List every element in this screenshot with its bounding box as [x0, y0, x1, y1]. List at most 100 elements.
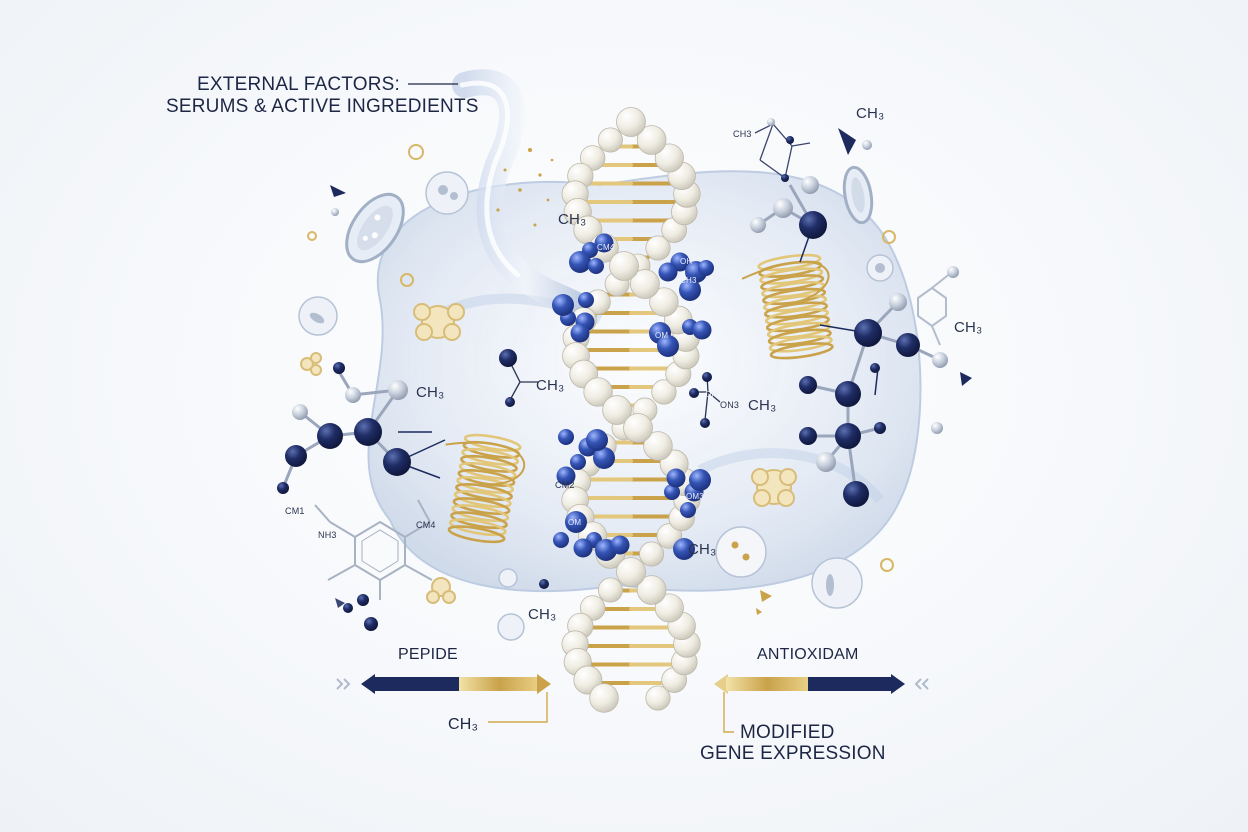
- atom-tag: OH: [680, 257, 692, 266]
- methyl-atom: [570, 454, 586, 470]
- atom-navy: [843, 481, 869, 507]
- atom-navy: [383, 448, 411, 476]
- atom-navy: [689, 388, 699, 398]
- benzene-right: [918, 272, 952, 345]
- atom-navy: [343, 603, 353, 613]
- antioxidant-label: ANTIOXIDAM: [757, 646, 859, 664]
- atom-navy: [499, 349, 517, 367]
- dna-bead: [598, 128, 622, 152]
- methyl-label: CH₃: [528, 606, 556, 623]
- dna-bead: [617, 558, 646, 587]
- atom-tag: CH3: [680, 276, 697, 285]
- atom-navy: [317, 423, 343, 449]
- atom-silver: [862, 140, 872, 150]
- atom-tag: CM1: [285, 506, 305, 516]
- methyl-atom: [689, 469, 711, 491]
- atom-navy: [364, 617, 378, 631]
- atom-silver: [947, 266, 959, 278]
- methyl-atom: [553, 532, 569, 548]
- gold-sparks: [756, 590, 772, 615]
- methyl-atom: [571, 324, 590, 343]
- atom-navy: [702, 372, 712, 382]
- atom-tag: CH3: [733, 129, 752, 139]
- atom-tag: OH: [705, 390, 717, 399]
- atom-navy: [333, 362, 345, 374]
- atom-silver: [816, 452, 836, 472]
- atom-navy: [799, 427, 817, 445]
- atom-silver: [345, 387, 361, 403]
- methyl-label: CH₃: [558, 211, 586, 228]
- atom-tag: CM4: [597, 243, 615, 252]
- methyl-atom: [558, 429, 574, 445]
- atom-navy: [874, 422, 886, 434]
- methyl-label: CH₃: [856, 105, 884, 122]
- dna-bead: [609, 252, 638, 281]
- atom-tag: CM2: [555, 480, 575, 490]
- atom-navy: [781, 174, 789, 182]
- methyl-label: CH₃: [954, 319, 982, 336]
- atom-silver: [331, 208, 339, 216]
- atom-navy: [354, 418, 382, 446]
- methyl-atom: [667, 469, 686, 488]
- modified-label: MODIFIED: [740, 722, 835, 744]
- atom-silver: [767, 118, 775, 126]
- external-factors-title: EXTERNAL FACTORS:: [160, 74, 400, 96]
- atom-tag: OM3: [686, 492, 704, 501]
- methyl-atom: [588, 258, 604, 274]
- methyl-atom: [680, 502, 696, 518]
- atom-navy: [870, 363, 880, 373]
- methyl-atom: [693, 321, 712, 340]
- top-right-skeleton: [755, 124, 810, 178]
- atom-tag: CM4: [416, 520, 436, 530]
- dna-bead: [617, 108, 646, 137]
- methyl-atom: [698, 260, 714, 276]
- atom-tag: NH3: [318, 530, 337, 540]
- atom-silver: [801, 176, 819, 194]
- dna-bead: [640, 542, 664, 566]
- callout-ch3-label: CH₃: [448, 716, 478, 734]
- methyl-atom: [569, 251, 591, 273]
- methyl-label: CH₃: [536, 377, 564, 394]
- peptide-label: PEPIDE: [398, 646, 458, 664]
- methyl-atom: [586, 429, 608, 451]
- atom-silver: [931, 422, 943, 434]
- atom-tag: OM: [568, 518, 581, 527]
- methyl-atom: [578, 292, 594, 308]
- dna-bead: [590, 684, 619, 713]
- left-arrow: [361, 674, 551, 694]
- atom-silver: [388, 380, 408, 400]
- gene-expression-label: GENE EXPRESSION: [700, 743, 886, 765]
- atom-navy: [854, 319, 882, 347]
- atom-silver: [932, 352, 948, 368]
- methyl-label: CH₃: [688, 541, 716, 558]
- atom-navy: [835, 423, 861, 449]
- atom-silver: [292, 404, 308, 420]
- atom-navy: [357, 594, 369, 606]
- atom-navy: [539, 579, 549, 589]
- right-arrow: [714, 674, 905, 694]
- atom-tag: ON3: [720, 400, 739, 410]
- atom-navy: [835, 381, 861, 407]
- dna-bead: [624, 414, 653, 443]
- atom-navy: [799, 211, 827, 239]
- atom-silver: [773, 198, 793, 218]
- dna-bead: [598, 578, 622, 602]
- atom-navy: [786, 136, 794, 144]
- methyl-label: CH₃: [748, 397, 776, 414]
- atom-tag: OM: [655, 331, 668, 340]
- methyl-label: CH₃: [416, 384, 444, 401]
- atom-navy: [896, 333, 920, 357]
- atom-navy: [700, 418, 710, 428]
- atom-navy: [277, 482, 289, 494]
- methyl-atom: [552, 294, 574, 316]
- atom-navy: [799, 376, 817, 394]
- atom-silver: [750, 217, 766, 233]
- external-factors-subtitle: SERUMS & ACTIVE INGREDIENTS: [166, 96, 479, 118]
- atom-navy: [285, 445, 307, 467]
- methyl-atom: [574, 539, 593, 558]
- methyl-atom: [659, 263, 678, 282]
- atom-navy: [505, 397, 515, 407]
- atom-silver: [889, 293, 907, 311]
